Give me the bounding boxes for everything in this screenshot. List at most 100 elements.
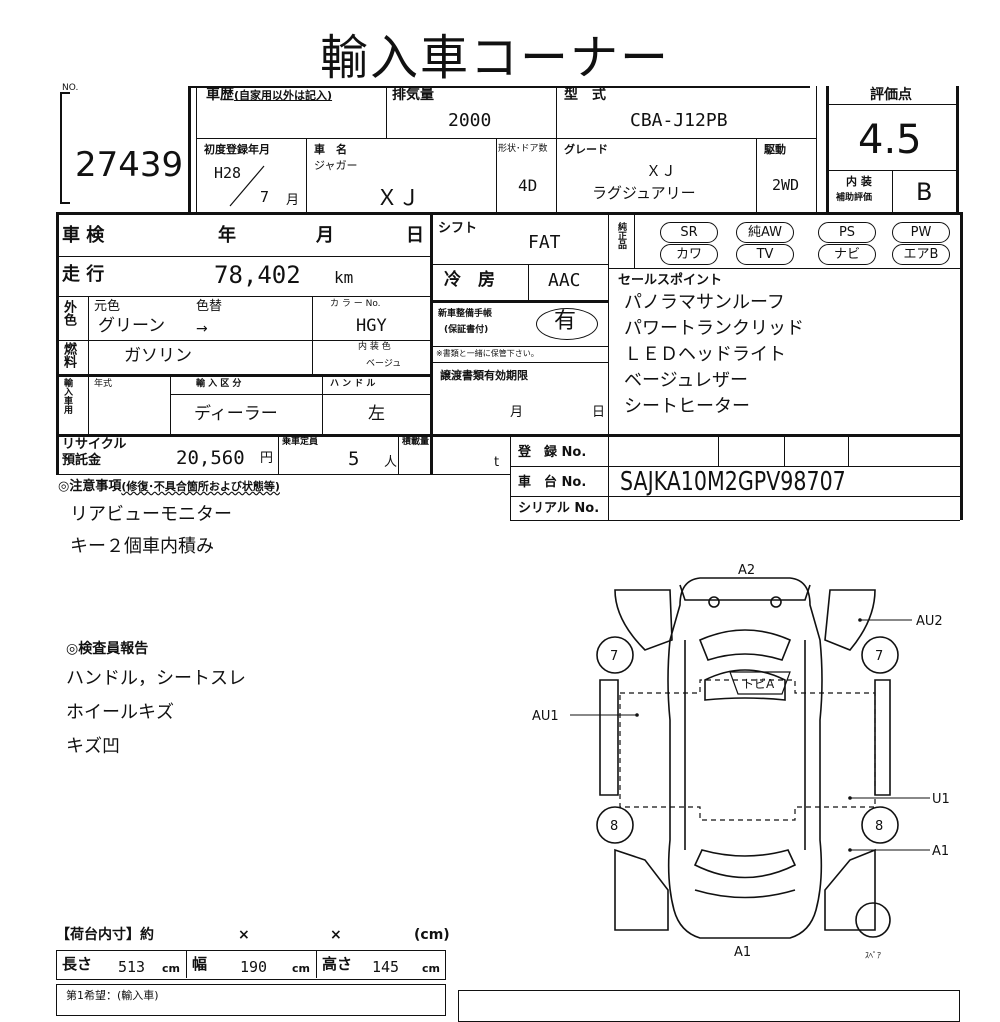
color-change-label: 色替: [196, 299, 223, 314]
notes-label: ◎注意事項: [58, 479, 122, 494]
interior-color-label: 内 装 色: [358, 342, 391, 352]
recycle-unit: 円: [260, 451, 274, 466]
capacity-value: 5: [348, 448, 360, 470]
diagram-bottom-label: A1: [734, 945, 751, 960]
history-note: (自家用以外は記入): [234, 89, 333, 102]
inspector-item-1: ハンドル，シートスレ: [66, 668, 246, 689]
first-reg-label: 初度登録年月: [204, 143, 270, 156]
lot-number: 27439: [75, 145, 184, 185]
mileage-value: 78,402: [214, 261, 301, 289]
width-value: 190: [240, 958, 268, 976]
tire-front-right: 7: [875, 649, 883, 664]
equip-sr: SR: [660, 222, 718, 243]
model-code-value: CBA-J12PB: [630, 110, 728, 131]
length-value: 513: [118, 958, 146, 976]
interior-score-label1: 内 装: [846, 175, 872, 188]
sales-points-label: セールスポイント: [618, 273, 723, 288]
diagram-au1-label: AU1: [532, 709, 559, 724]
equip-tv: TV: [736, 244, 794, 265]
model-code-label: 型 式: [564, 87, 606, 103]
import-year-label: 年式: [94, 379, 113, 389]
equip-alloy: 純AW: [736, 222, 794, 243]
import-label: 輸入車用: [62, 378, 72, 414]
mileage-unit: km: [334, 268, 354, 287]
grade-line1: ＸＪ: [646, 162, 677, 180]
chassis-label: 車 台 No.: [518, 475, 587, 490]
recycle-value: 20,560: [176, 447, 245, 469]
recycle-label1: リサイクル: [62, 437, 127, 452]
dims-box: [56, 950, 446, 980]
diagram-top-label: A2: [738, 563, 755, 578]
capacity-label: 乗車定員: [282, 437, 319, 447]
drive-label: 駆動: [764, 143, 786, 156]
fuel-value: ガソリン: [124, 346, 192, 366]
serial-label: シリアル No.: [518, 501, 600, 516]
grade-line2: ラグジュアリー: [592, 184, 696, 202]
height-value: 145: [372, 958, 400, 976]
first-reg-month-unit: 月: [286, 193, 300, 208]
note-2: キー２個車内積み: [70, 536, 214, 557]
width-unit: cm: [292, 962, 310, 975]
interior-score-label2: 補助評価: [836, 193, 873, 203]
color-orig-label: 元色: [94, 299, 121, 314]
shaken-label: 車 検: [62, 225, 105, 246]
displacement-value: 2000: [448, 110, 492, 131]
sales-point-5: シートヒーター: [624, 396, 750, 417]
service-book-note: ※書類と一緒に保管下さい。: [436, 349, 539, 358]
shift-label: シフト: [438, 221, 478, 236]
capacity-unit: 人: [384, 455, 398, 470]
cargo-x2: ×: [330, 927, 342, 943]
import-cat-label: 輸 入 区 分: [196, 379, 242, 389]
diagram-au2-label: AU2: [916, 614, 943, 629]
bottom-right-box: [458, 990, 960, 1022]
equip-airbag: エアB: [892, 244, 950, 265]
title-underline: [190, 86, 810, 88]
inspector-item-2: ホイールキズ: [66, 702, 174, 723]
height-unit: cm: [422, 962, 440, 975]
reg-no-label: 登 録 No.: [518, 445, 587, 460]
tire-front-left: 7: [610, 649, 618, 664]
shaken-month: 月: [316, 225, 334, 246]
sales-point-4: ベージュレザー: [624, 370, 749, 391]
spare-label: ｽﾍﾟｱ: [865, 951, 881, 960]
score-label: 評価点: [870, 87, 912, 103]
color-code: HGY: [356, 316, 387, 336]
cargo-label: 【荷台内寸】約: [56, 927, 154, 943]
inspector-item-3: キズ凹: [66, 736, 120, 757]
equip-label: 純正品: [616, 222, 626, 249]
history-label: 車歴: [206, 87, 234, 103]
car-maker: ジャガー: [314, 159, 358, 172]
transfer-day: 日: [592, 405, 606, 420]
bottom-wish: 第1希望：(輸入車): [66, 989, 159, 1002]
cargo-x1: ×: [238, 927, 250, 943]
car-model: ＸＪ: [376, 186, 421, 211]
body-label: 形状･ドア数: [498, 144, 548, 154]
width-label: 幅: [192, 955, 208, 973]
notes-sub: (修復･不具合箇所および状態等): [121, 480, 280, 493]
length-label: 長さ: [62, 955, 93, 973]
equip-pw: PW: [892, 222, 950, 243]
grade-label: グレード: [564, 143, 608, 156]
sales-point-2: パワートランクリッド: [624, 318, 804, 339]
shaken-day: 日: [406, 225, 424, 246]
color-code-label: カ ラ ー No.: [330, 299, 381, 309]
equip-navi: ナビ: [818, 244, 876, 265]
shift-value: FAT: [528, 232, 561, 253]
equip-ps: PS: [818, 222, 876, 243]
service-book-value: 有: [554, 309, 577, 334]
tire-rear-left: 8: [610, 819, 618, 834]
first-reg-slash: [229, 165, 265, 207]
inspector-label: ◎検査員報告: [66, 641, 149, 657]
displacement-label: 排気量: [392, 87, 434, 103]
first-reg-year: H28: [214, 164, 242, 182]
interior-score-value: B: [916, 178, 933, 206]
tire-rear-right: 8: [875, 819, 883, 834]
mileage-label: 走 行: [62, 264, 105, 285]
body-value: 4D: [518, 176, 538, 195]
interior-color-value: ベージュ: [366, 359, 402, 369]
note-1: リアビューモニター: [70, 504, 232, 525]
ac-value: AAC: [548, 270, 581, 291]
recycle-label2: 預託金: [62, 453, 102, 468]
roof-note: トビA: [742, 677, 775, 691]
drive-value: 2WD: [772, 176, 800, 194]
